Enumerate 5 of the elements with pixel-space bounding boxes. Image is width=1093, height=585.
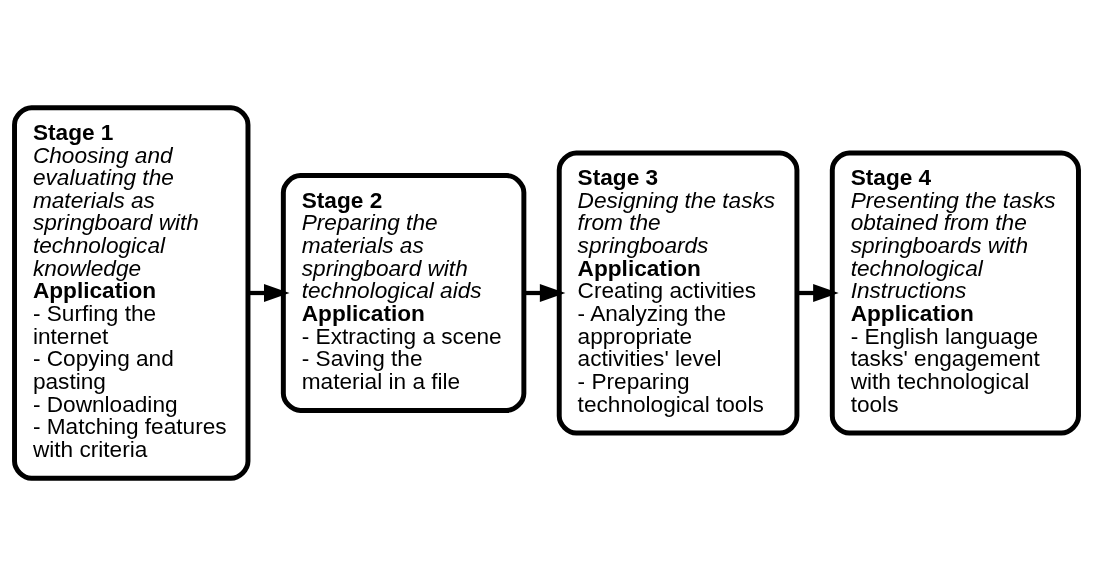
node-box: Stage 1 Choosing and evaluating the materials as springboard with technological knowledge Application - Surfing the internet - Copying and pasting - Downloading - Matching features with criteria xyxy=(12,104,251,481)
node-box: Stage 3 Designing the tasks from the springboards Application Creating activities - Analyzing the appropriate activities' level - Preparing technological tools xyxy=(556,149,800,436)
node-box: Stage 4 Presenting the tasks obtained from the springboards with technological Instructions Application - English language tasks' engagement with technological tools xyxy=(829,149,1081,436)
node-box: Stage 2 Preparing the materials as springboard with technological aids Application - Extracting a scene - Saving the material in a file xyxy=(280,172,527,413)
arrow xyxy=(797,283,839,302)
